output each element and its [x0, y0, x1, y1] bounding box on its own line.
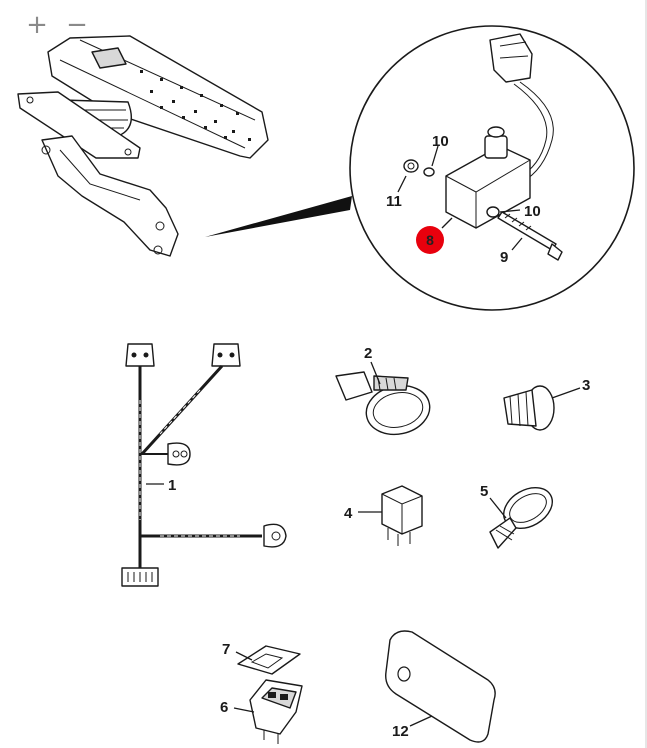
- leader-10-lower: [499, 209, 521, 213]
- callout-6: 6: [220, 699, 228, 716]
- switch-cover-illustration: [237, 645, 301, 675]
- detail-pointer: [205, 196, 352, 237]
- leader-3: [551, 387, 581, 399]
- callout-9: 9: [500, 249, 508, 266]
- zoom-in-button[interactable]: +: [24, 12, 50, 38]
- callout-10-upper: 10: [432, 133, 449, 150]
- callout-8: 8: [426, 232, 434, 248]
- leader-8: [441, 217, 453, 229]
- cable-tie-illustration: [489, 487, 553, 549]
- zoom-out-button[interactable]: −: [64, 12, 90, 38]
- callout-2: 2: [364, 345, 372, 362]
- hose-clamp-illustration: [335, 371, 431, 436]
- leader-9: [511, 237, 523, 251]
- callout-10-lower: 10: [524, 203, 541, 220]
- leader-2: [370, 361, 381, 385]
- leader-12: [409, 715, 433, 727]
- pedal-assembly-illustration: [17, 35, 269, 257]
- callout-4: 4: [344, 505, 353, 522]
- switch-detail-illustration: [403, 33, 563, 261]
- callout-5: 5: [480, 483, 488, 500]
- callout-1: 1: [168, 477, 176, 494]
- highlight-marker[interactable]: [416, 226, 444, 254]
- leader-11: [397, 175, 407, 193]
- callout-3: 3: [582, 377, 590, 394]
- leader-5: [489, 497, 507, 519]
- label-plate-illustration: [385, 630, 496, 743]
- callout-8-highlight[interactable]: 8: [416, 226, 444, 254]
- leader-7: [235, 651, 253, 661]
- relay-illustration: [381, 485, 423, 546]
- callout-11: 11: [386, 193, 402, 210]
- rocker-switch-illustration: [249, 679, 303, 744]
- leader-10-upper: [431, 145, 439, 167]
- zoom-controls: + −: [24, 12, 90, 38]
- wiring-harness-illustration: [121, 343, 287, 587]
- callout-7: 7: [222, 641, 230, 658]
- viewer-border: [645, 0, 647, 748]
- leader-6: [233, 707, 255, 713]
- callout-12: 12: [392, 723, 409, 740]
- plug-illustration: [503, 385, 555, 431]
